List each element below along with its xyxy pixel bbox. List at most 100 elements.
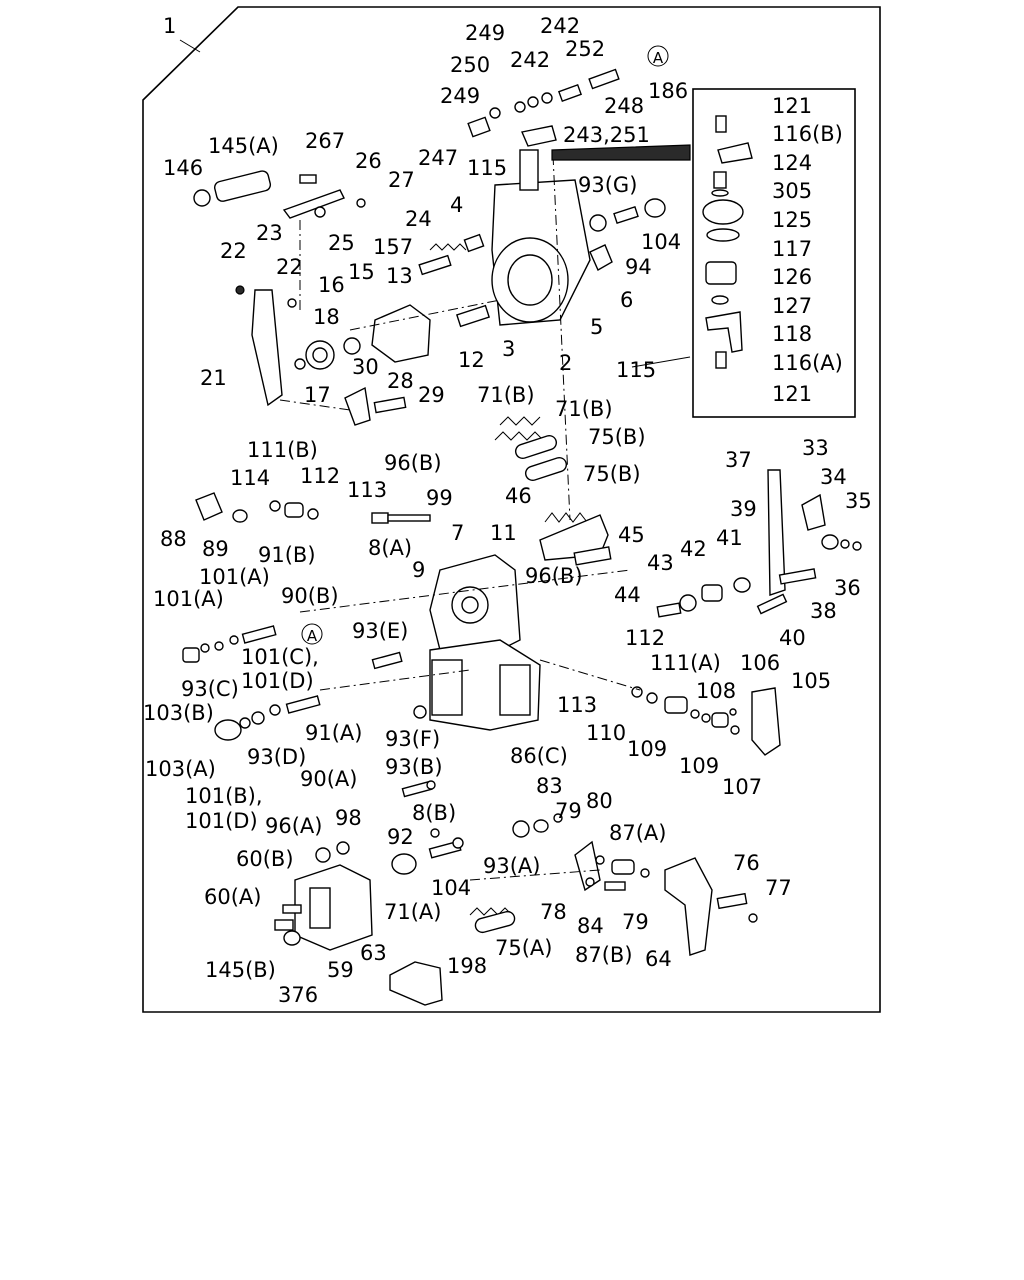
callout-12: 267	[305, 129, 345, 153]
callout-1: 242	[540, 14, 580, 38]
callout-87: 93(F)	[385, 727, 440, 751]
callout-77: 41	[716, 526, 743, 550]
callout-23: 94	[625, 255, 652, 279]
callout-113: 80	[586, 789, 613, 813]
callout-71: 101(A)	[199, 565, 270, 589]
callout-3: 252	[565, 37, 605, 61]
callout-26: 22	[276, 255, 303, 279]
callout-122: 76	[733, 851, 760, 875]
callout-84: 91(A)	[305, 721, 362, 745]
callout-104: 34	[820, 465, 847, 489]
callout-labels: 1 A A 249 242 242 252 250 249 186 248 24…	[143, 14, 872, 1007]
callout-20: 157	[373, 235, 413, 259]
callout-96: 108	[696, 679, 736, 703]
callout-55: 75(B)	[583, 462, 641, 486]
svg-text:A: A	[307, 627, 318, 645]
callout-6: 186	[648, 79, 688, 103]
svg-text:A: A	[653, 49, 664, 67]
callout-119: 87(A)	[609, 821, 666, 845]
callout-45: 117	[772, 237, 812, 261]
callout-108: 38	[810, 599, 837, 623]
callout-88: 93(B)	[385, 755, 443, 779]
callout-49: 116(A)	[772, 351, 843, 375]
callout-21: 93(G)	[578, 173, 637, 197]
callout-14: 26	[355, 149, 382, 173]
callout-16: 23	[256, 221, 283, 245]
callout-53: 71(B)	[555, 397, 613, 421]
callout-18: 24	[405, 207, 432, 231]
callout-48: 118	[772, 322, 812, 346]
callout-83: 103(B)	[143, 701, 214, 725]
callout-5: 249	[440, 84, 480, 108]
callout-121: 104	[431, 876, 471, 900]
callout-93: 111(A)	[650, 651, 721, 675]
callout-97: 105	[791, 669, 831, 693]
callout-33: 5	[590, 315, 603, 339]
callout-91: 101(D)	[185, 809, 258, 833]
callout-28: 15	[348, 260, 375, 284]
callout-110: 86(C)	[510, 744, 568, 768]
callout-105: 35	[845, 489, 872, 513]
callout-61: 113	[347, 478, 387, 502]
callout-65: 89	[202, 537, 229, 561]
callout-78: 44	[614, 583, 641, 607]
callout-135: 198	[447, 954, 487, 978]
callout-79: 93(E)	[352, 619, 408, 643]
callout-101: 107	[722, 775, 762, 799]
callout-35: 21	[200, 366, 227, 390]
callout-50: 115	[616, 358, 656, 382]
callout-82: 93(C)	[181, 677, 239, 701]
callout-64: 88	[160, 527, 187, 551]
callout-95: 113	[557, 693, 597, 717]
callout-94: 106	[740, 651, 780, 675]
callout-81: 101(D)	[241, 669, 314, 693]
callout-115: 98	[335, 806, 362, 830]
callout-109: 40	[779, 626, 806, 650]
callout-90: 101(B),	[185, 784, 263, 808]
callout-74: 96(B)	[525, 564, 583, 588]
callout-11: 145(A)	[208, 134, 279, 158]
callout-13: 146	[163, 156, 203, 180]
callout-106: 39	[730, 497, 757, 521]
callout-126: 78	[540, 900, 567, 924]
callout-132: 145(B)	[205, 958, 276, 982]
callout-107: 36	[834, 576, 861, 600]
callout-66: 7	[451, 521, 464, 545]
callout-9: 247	[418, 146, 458, 170]
callout-100: 109	[679, 754, 719, 778]
callout-54: 75(B)	[588, 425, 646, 449]
callout-29: 13	[386, 264, 413, 288]
parts-drawing	[182, 68, 862, 1006]
callout-44: 125	[772, 208, 812, 232]
callout-125: 71(A)	[384, 900, 441, 924]
lever-21	[251, 289, 283, 407]
callout-39: 29	[418, 383, 445, 407]
callout-120: 60(B)	[236, 847, 294, 871]
callout-19: 4	[450, 193, 463, 217]
callout-57: 45	[618, 523, 645, 547]
callout-62: 96(B)	[384, 451, 442, 475]
inset-detail-box	[692, 88, 856, 418]
callout-22: 104	[641, 230, 681, 254]
flyweight	[371, 304, 431, 363]
callout-85: 103(A)	[145, 757, 216, 781]
callout-46: 126	[772, 265, 812, 289]
callout-42: 124	[772, 151, 812, 175]
callout-117: 92	[387, 825, 414, 849]
callout-2: 242	[510, 48, 550, 72]
callout-128: 79	[622, 910, 649, 934]
callout-123: 77	[765, 876, 792, 900]
callout-0: 249	[465, 21, 505, 45]
callout-47: 127	[772, 294, 812, 318]
callout-25: 22	[220, 239, 247, 263]
callout-129: 87(B)	[575, 943, 633, 967]
callout-32: 3	[502, 337, 515, 361]
assembly-number: 1	[163, 14, 176, 38]
callout-7: 248	[604, 94, 644, 118]
callout-17: 25	[328, 231, 355, 255]
callout-36: 30	[352, 355, 379, 379]
callout-40: 121	[772, 94, 812, 118]
callout-56: 46	[505, 484, 532, 508]
callout-38: 17	[304, 383, 331, 407]
